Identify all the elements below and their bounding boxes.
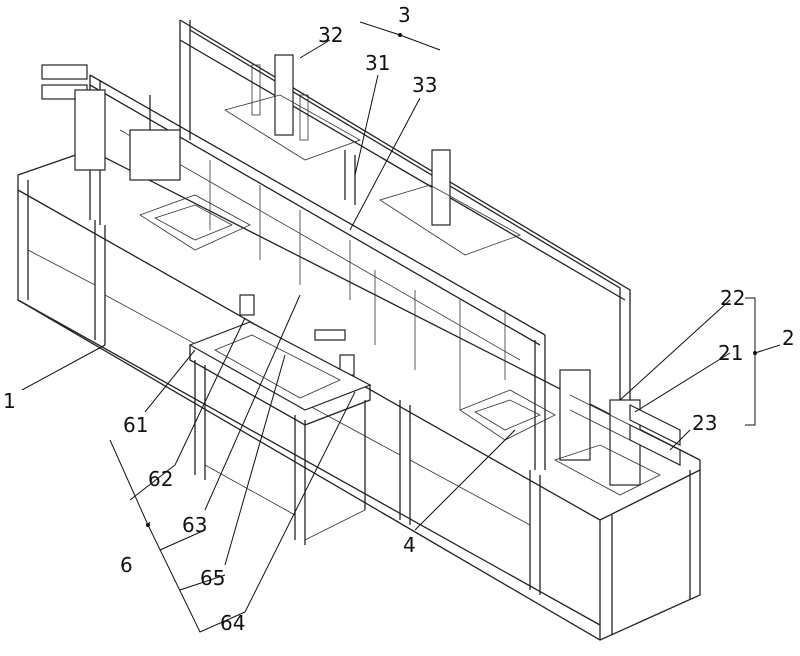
label-65: 65 <box>200 566 225 590</box>
label-3: 3 <box>398 3 411 27</box>
label-31: 31 <box>365 51 390 75</box>
label-62: 62 <box>148 467 173 491</box>
leader-lines <box>21 21 781 633</box>
label-64: 64 <box>220 611 245 635</box>
label-32: 32 <box>318 23 343 47</box>
label-22: 22 <box>720 286 745 310</box>
vertical-hangers <box>209 160 506 410</box>
label-23: 23 <box>692 411 717 435</box>
feeding-table-6 <box>188 321 372 545</box>
base-frame-1 <box>17 149 701 641</box>
left-cylinder-unit <box>41 64 181 181</box>
right-cylinder-unit-2 <box>553 369 681 496</box>
label-4: 4 <box>403 533 416 557</box>
mold-frames <box>139 194 556 441</box>
label-33: 33 <box>412 73 437 97</box>
label-63: 63 <box>182 513 207 537</box>
label-1: 1 <box>3 389 16 413</box>
label-2: 2 <box>782 326 795 350</box>
press-cylinders-3 <box>224 54 521 256</box>
label-21: 21 <box>718 341 743 365</box>
back-gantry-frame <box>179 19 631 430</box>
label-61: 61 <box>123 413 148 437</box>
label-6: 6 <box>120 553 133 577</box>
